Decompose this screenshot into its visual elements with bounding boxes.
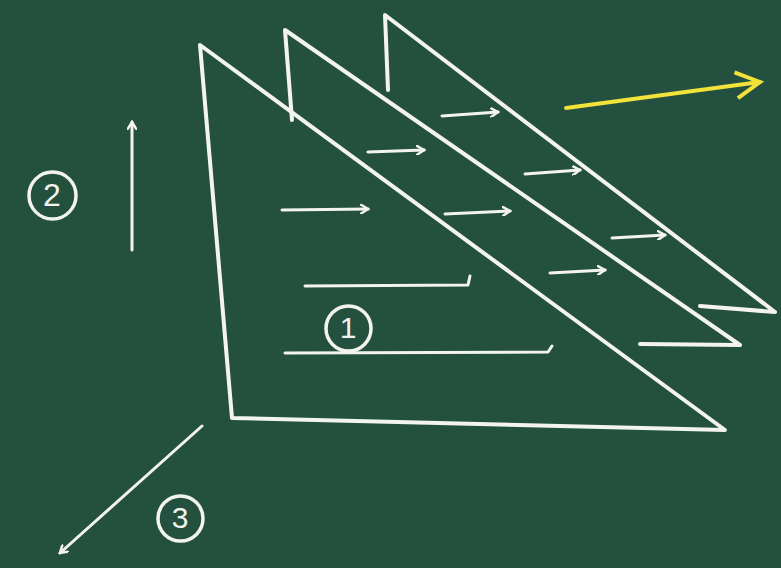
callout-text: 2 xyxy=(43,179,61,211)
middle-layer xyxy=(285,30,740,345)
front-layer xyxy=(200,45,725,430)
back-layer xyxy=(385,15,775,312)
callout-text: 3 xyxy=(172,503,189,533)
callout-text: 1 xyxy=(340,313,357,343)
flow-direction-arrow xyxy=(566,82,760,108)
callout-number: 2 xyxy=(27,170,78,221)
callout-number: 3 xyxy=(156,494,205,543)
callout-number: 1 xyxy=(324,304,373,353)
